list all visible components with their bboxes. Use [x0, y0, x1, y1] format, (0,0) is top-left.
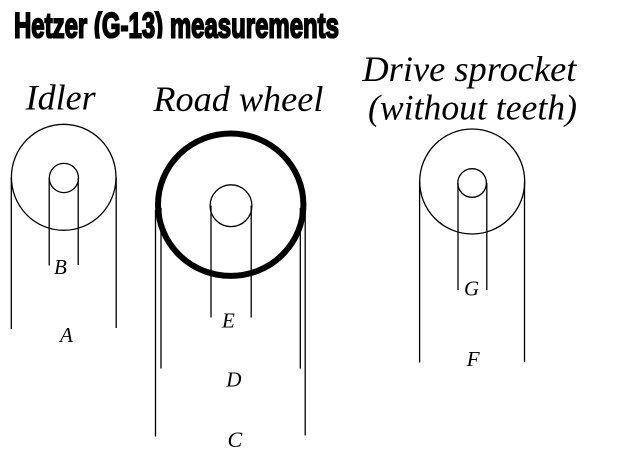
svg-text:G: G	[464, 277, 479, 301]
svg-text:D: D	[225, 368, 241, 392]
svg-text:A: A	[58, 323, 73, 347]
svg-text:(without teeth): (without teeth)	[368, 88, 577, 128]
svg-text:C: C	[228, 427, 243, 452]
svg-text:Hetzer (G-13) measurements: Hetzer (G-13) measurements	[14, 5, 339, 45]
svg-text:Drive sprocket: Drive sprocket	[361, 49, 577, 89]
svg-text:Idler: Idler	[25, 77, 97, 117]
svg-text:E: E	[221, 309, 235, 333]
svg-text:B: B	[54, 255, 67, 279]
svg-text:F: F	[466, 347, 480, 371]
svg-text:Road wheel: Road wheel	[152, 79, 323, 119]
